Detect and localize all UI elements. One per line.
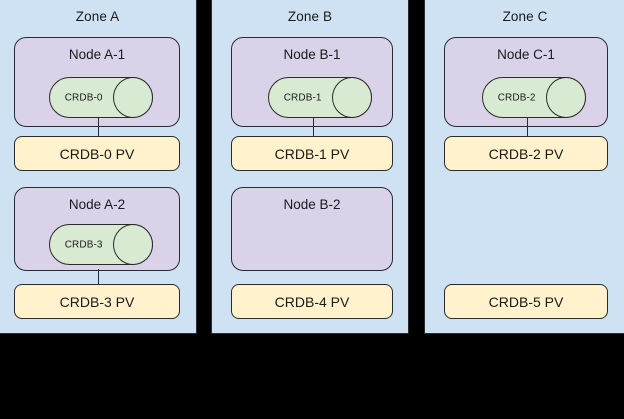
node-label-b-1: Node B-1 — [283, 47, 341, 62]
zone-panel-b: Zone B Node B-1 CRDB-1 CRDB-1 PV Node B-… — [211, 0, 409, 334]
cylinder-cap-icon — [546, 77, 586, 118]
node-box-a-2[interactable]: Node A-2 CRDB-3 — [14, 187, 180, 271]
pod-label-crdb-1: CRDB-1 — [283, 92, 322, 103]
database-cylinder-crdb-3[interactable]: CRDB-3 — [49, 224, 153, 265]
zone-title-c: Zone C — [502, 9, 548, 24]
database-cylinder-crdb-2[interactable]: CRDB-2 — [482, 77, 586, 118]
node-label-a-1: Node A-1 — [68, 47, 126, 62]
connector-crdb-2-to-pv — [527, 117, 528, 136]
pv-box-crdb-1[interactable]: CRDB-1 PV — [231, 136, 393, 171]
cylinder-cap-icon — [113, 224, 153, 265]
pv-box-crdb-2[interactable]: CRDB-2 PV — [444, 136, 608, 171]
node-label-c-1: Node C-1 — [497, 47, 555, 62]
pv-box-crdb-0[interactable]: CRDB-0 PV — [14, 136, 180, 171]
node-label-b-2: Node B-2 — [283, 197, 341, 212]
zone-panel-a: Zone A Node A-1 CRDB-0 CRDB-0 PV Node A-… — [0, 0, 197, 334]
node-box-b-1[interactable]: Node B-1 CRDB-1 — [231, 37, 393, 127]
zone-title-b: Zone B — [287, 9, 333, 24]
zone-title-a: Zone A — [75, 9, 120, 24]
pod-label-crdb-2: CRDB-2 — [497, 92, 536, 103]
node-box-b-2[interactable]: Node B-2 — [231, 187, 393, 271]
pv-box-crdb-4[interactable]: CRDB-4 PV — [231, 284, 393, 319]
connector-crdb-1-to-pv — [313, 117, 314, 136]
node-label-a-2: Node A-2 — [68, 197, 126, 212]
connector-crdb-0-to-pv — [98, 117, 99, 136]
connector-crdb-3-to-pv — [98, 269, 99, 284]
pod-label-crdb-3: CRDB-3 — [64, 239, 103, 250]
cylinder-cap-icon — [113, 77, 153, 118]
node-box-a-1[interactable]: Node A-1 CRDB-0 — [14, 37, 180, 127]
database-cylinder-crdb-1[interactable]: CRDB-1 — [268, 77, 372, 118]
database-cylinder-crdb-0[interactable]: CRDB-0 — [49, 77, 153, 118]
node-box-c-1[interactable]: Node C-1 CRDB-2 — [444, 37, 608, 127]
pv-box-crdb-3[interactable]: CRDB-3 PV — [14, 284, 180, 319]
zone-panel-c: Zone C Node C-1 CRDB-2 CRDB-2 PV CRDB-5 … — [424, 0, 624, 334]
pv-box-crdb-5[interactable]: CRDB-5 PV — [444, 284, 608, 319]
cylinder-cap-icon — [332, 77, 372, 118]
pod-label-crdb-0: CRDB-0 — [64, 92, 103, 103]
